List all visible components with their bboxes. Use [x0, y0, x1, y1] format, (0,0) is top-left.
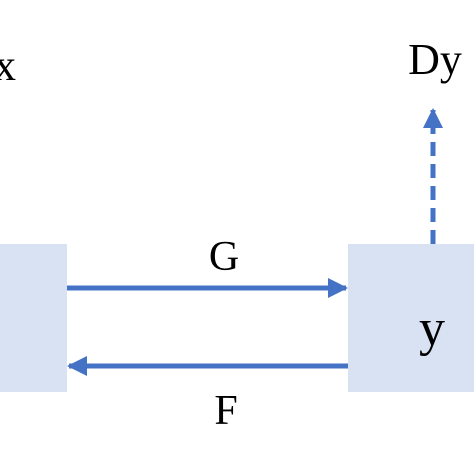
- node-x-box: [0, 244, 67, 392]
- node-y-label: y: [419, 300, 445, 357]
- node-y-box: [348, 244, 474, 392]
- node-x-label: x: [0, 41, 16, 90]
- edge-f-label: F: [214, 388, 237, 434]
- edge-g-label: G: [209, 234, 239, 280]
- node-dy-label: Dy: [408, 35, 462, 84]
